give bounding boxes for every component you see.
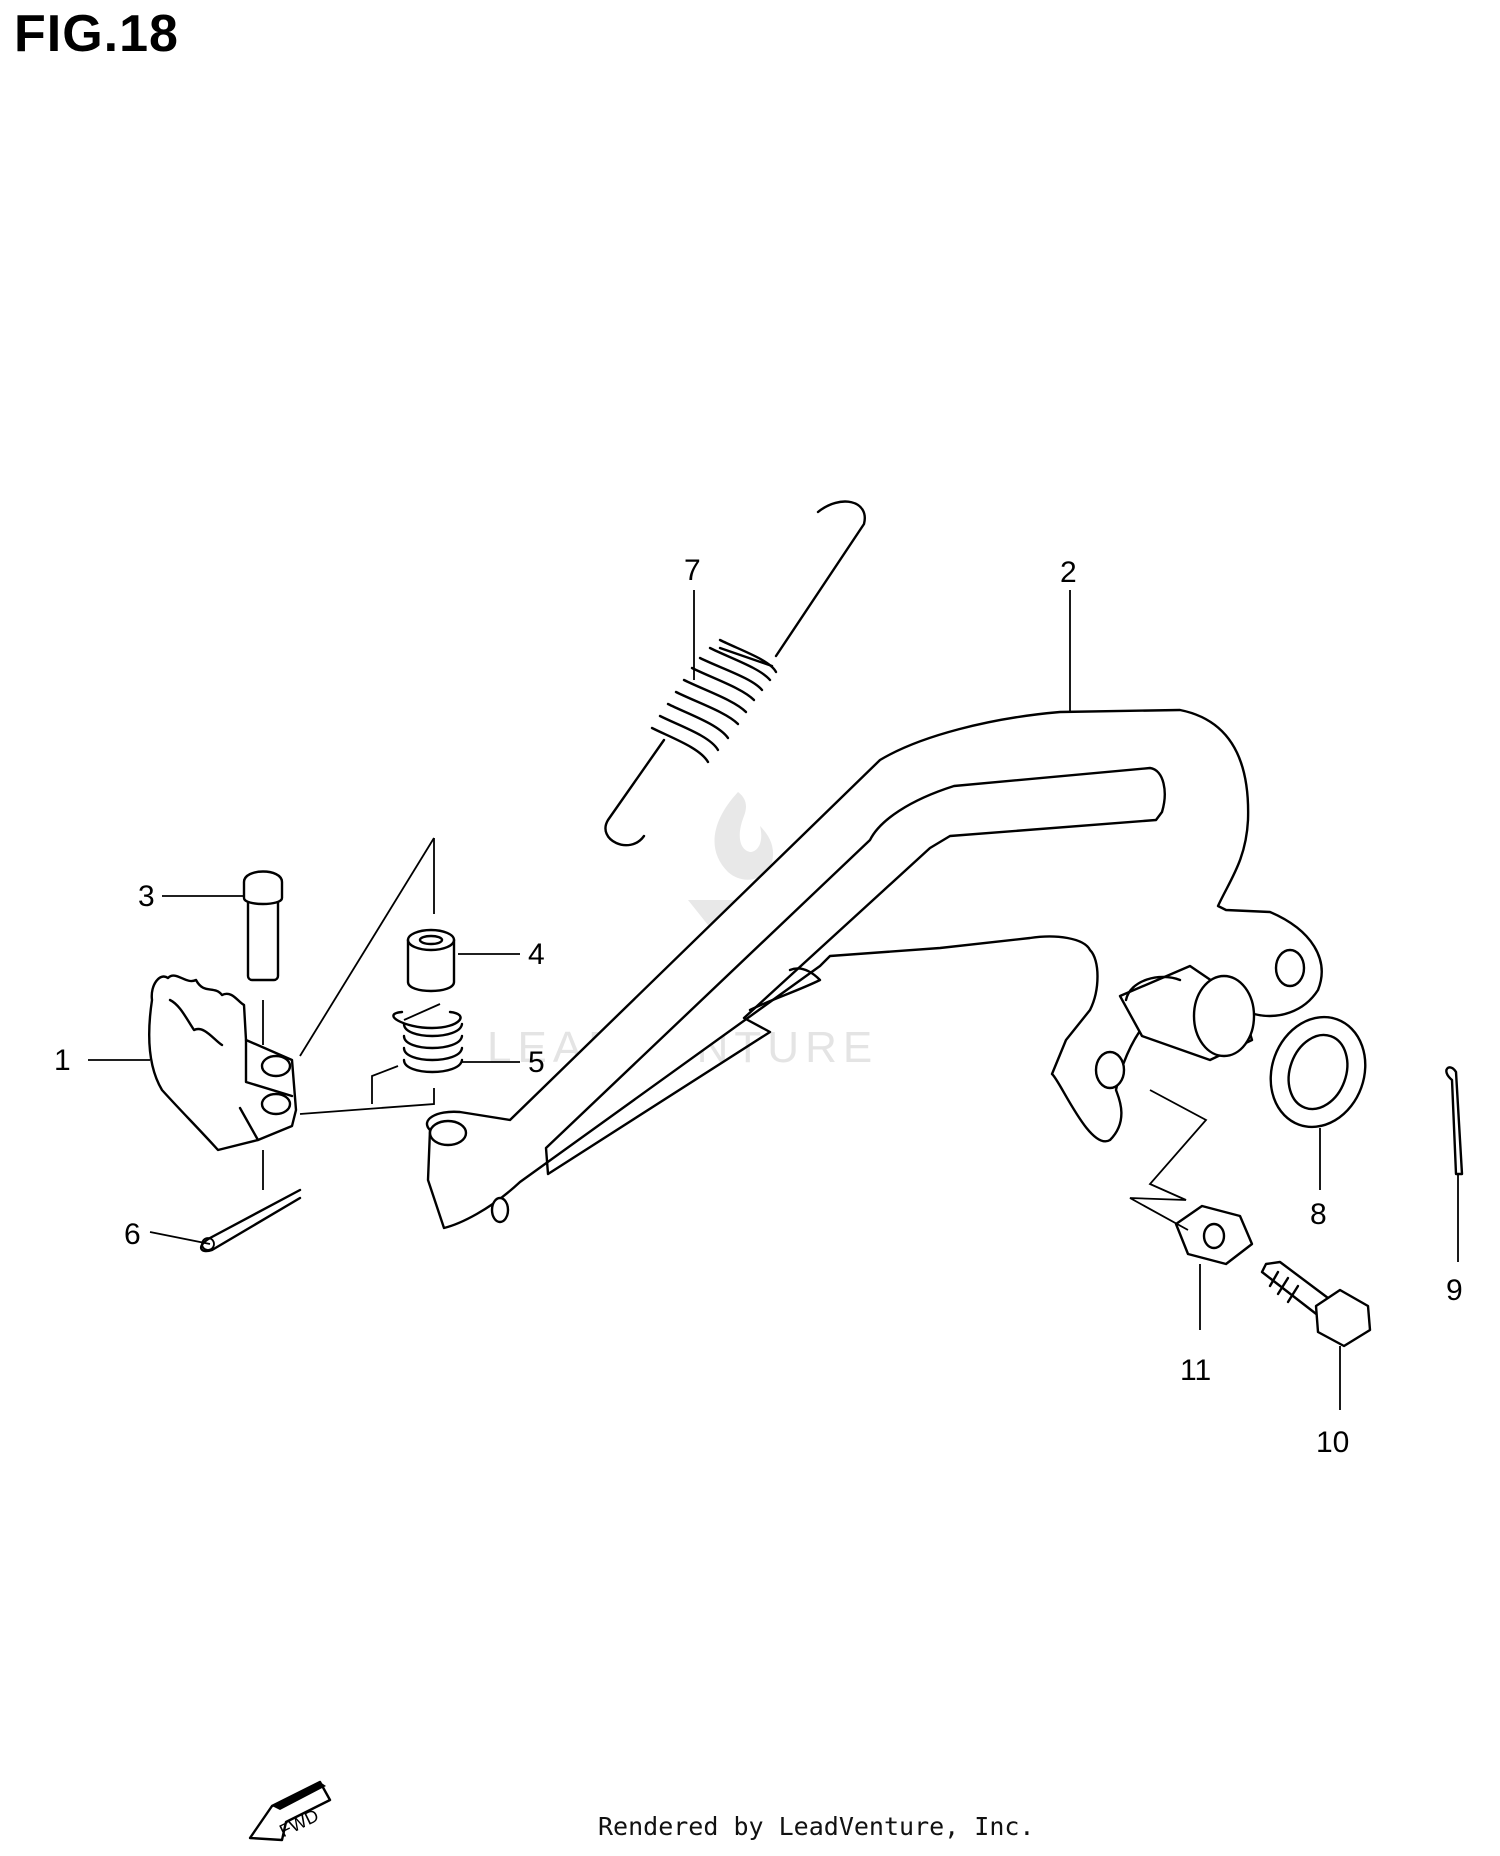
part-7-return-spring[interactable] bbox=[604, 500, 866, 847]
callout-9: 9 bbox=[1446, 1274, 1463, 1307]
callout-3: 3 bbox=[138, 880, 155, 913]
callout-8: 8 bbox=[1310, 1198, 1327, 1231]
callout-6: 6 bbox=[124, 1218, 141, 1251]
footer-credit: Rendered by LeadVenture, Inc. bbox=[598, 1812, 1035, 1841]
fwd-direction-badge: FWD bbox=[248, 1780, 332, 1842]
part-9-cotter-pin[interactable] bbox=[1445, 1066, 1464, 1262]
figure-title: FIG.18 bbox=[14, 5, 179, 63]
part-5-spring[interactable] bbox=[299, 1003, 464, 1115]
part-11-nut[interactable] bbox=[1129, 1089, 1254, 1330]
part-3-pin[interactable] bbox=[242, 870, 284, 1191]
callout-4: 4 bbox=[528, 938, 545, 971]
callout-5: 5 bbox=[528, 1046, 545, 1079]
callout-1: 1 bbox=[54, 1044, 71, 1077]
part-10-bolt[interactable] bbox=[1260, 1260, 1372, 1410]
part-4-bushing[interactable] bbox=[299, 837, 456, 1057]
callout-10: 10 bbox=[1316, 1426, 1349, 1459]
part-8-washer[interactable] bbox=[1256, 1004, 1381, 1190]
callout-7: 7 bbox=[684, 554, 701, 587]
part-2-brake-pedal[interactable] bbox=[425, 708, 1323, 1230]
part-1-pedal-tip[interactable] bbox=[148, 974, 298, 1152]
part-6-cotter-pin[interactable] bbox=[200, 1188, 302, 1253]
callout-labels: 1 2 3 4 5 6 7 8 9 10 11 bbox=[54, 554, 1463, 1459]
callout-11: 11 bbox=[1180, 1354, 1211, 1387]
callout-2: 2 bbox=[1060, 556, 1077, 589]
leader-lines bbox=[88, 590, 1071, 1245]
